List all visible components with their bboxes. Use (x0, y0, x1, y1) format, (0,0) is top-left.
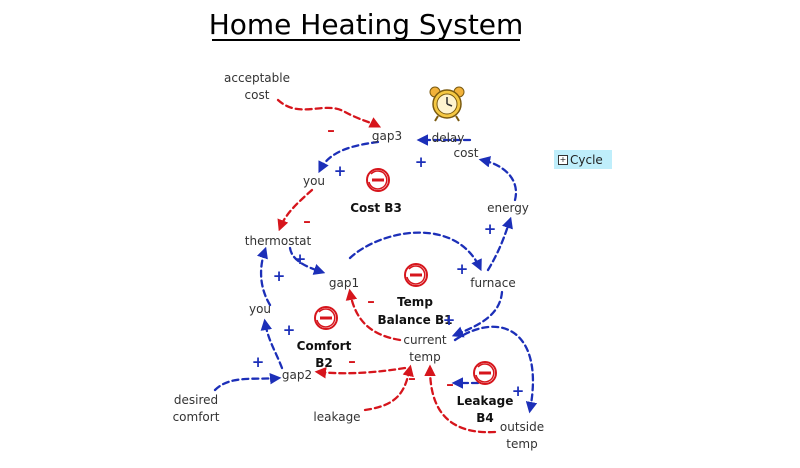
link-acceptable-cost-to-gap3 (276, 98, 382, 128)
polarity-minus-current-temp-gap2: – (348, 352, 356, 370)
balance-loop-icon-comfort (314, 306, 338, 330)
polarity-plus-outside-temp: + (512, 382, 525, 400)
link-current-temp-to-outside-temp (453, 325, 538, 414)
node-outside-temp-line1: outside (500, 420, 544, 434)
link-gap1-to-furnace (348, 231, 482, 272)
loop-leakage-line2: B4 (476, 411, 494, 425)
node-current-temp-line1: current (403, 333, 447, 347)
link-you-to-thermostat (277, 188, 314, 232)
polarity-minus-acceptable-cost: – (327, 121, 335, 139)
balance-loop-icon-temp (404, 263, 428, 287)
loop-temp-balance-line1: Temp (397, 295, 433, 309)
loop-leakage-line1: Leakage (457, 394, 514, 408)
balance-loop-icon-cost (366, 168, 390, 192)
link-outside-temp-to-current-temp (424, 364, 497, 434)
link-you-to-thermostat-comfort (257, 246, 272, 307)
node-you-left: you (249, 302, 271, 316)
link-desired-comfort-to-gap2 (213, 372, 282, 392)
polarity-minus-outside-temp: – (446, 375, 454, 393)
node-current-temp-line2: temp (409, 350, 440, 364)
node-cost: cost (454, 146, 479, 160)
polarity-plus-gap2: + (283, 321, 296, 339)
node-energy: energy (487, 201, 529, 215)
node-outside-temp-line2: temp (506, 437, 537, 451)
polarity-minus-current-temp: – (367, 292, 375, 310)
link-furnace-to-energy (486, 216, 513, 272)
node-you-top: you (303, 174, 325, 188)
loop-temp-balance-line2: Balance B1 (378, 313, 453, 327)
node-acceptable-cost-line2: cost (245, 88, 270, 102)
polarity-plus-energy: + (484, 220, 497, 238)
node-thermostat: thermostat (245, 234, 312, 248)
loop-cost-b3: Cost B3 (350, 201, 402, 215)
link-thermostat-to-gap1 (288, 246, 326, 275)
node-acceptable-cost-line1: acceptable (224, 71, 290, 85)
link-leakage-to-current-temp (363, 364, 414, 412)
node-gap3: gap3 (372, 129, 402, 143)
expand-icon[interactable]: + (558, 154, 568, 165)
polarity-plus-cost: + (415, 153, 428, 171)
node-furnace: furnace (470, 276, 516, 290)
polarity-plus-desired-comfort: + (252, 353, 265, 371)
node-gap2: gap2 (282, 368, 312, 382)
polarity-plus-thermostat: + (294, 250, 307, 268)
link-energy-to-cost (478, 156, 518, 202)
polarity-minus-leakage: – (408, 369, 416, 387)
link-furnace-to-current-temp (451, 290, 504, 338)
polarity-plus-furnace: + (456, 260, 469, 278)
node-desired-comfort-line1: desired (174, 393, 218, 407)
cycle-button[interactable]: + Cycle (554, 150, 612, 169)
link-gap3-to-you (318, 140, 380, 174)
node-desired-comfort-line2: comfort (173, 410, 220, 424)
polarity-plus-furnace-temp: + (443, 311, 456, 329)
polarity-plus-gap3: + (334, 162, 347, 180)
diagram-title: Home Heating System (209, 8, 524, 41)
link-gap2-to-you (260, 318, 284, 370)
loop-comfort-line1: Comfort (297, 339, 352, 353)
polarity-plus-you-left: + (273, 267, 286, 285)
loop-comfort-line2: B2 (315, 356, 333, 370)
node-leakage: leakage (313, 410, 360, 424)
link-current-temp-to-gap2 (314, 366, 407, 379)
node-gap1: gap1 (329, 276, 359, 290)
balance-loop-icon-leakage (473, 361, 497, 385)
node-delay: delay (432, 131, 465, 145)
cycle-button-label: Cycle (570, 152, 603, 167)
polarity-minus-you: – (303, 212, 311, 230)
alarm-clock-icon (429, 86, 465, 122)
